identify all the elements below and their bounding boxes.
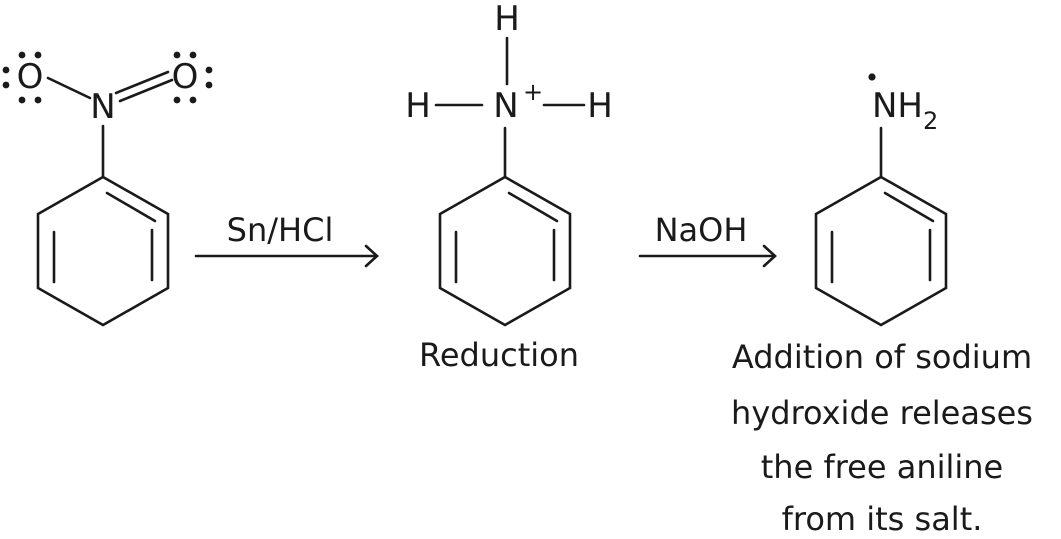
nitrogen-label: N (493, 86, 518, 126)
caption-line-3: the free aniline (761, 448, 1003, 486)
reaction-arrow-1: Sn/HCl (194, 211, 379, 268)
lone-pair-dots-left-oxygen (2, 51, 42, 104)
nitrobenzene: N O O (2, 51, 213, 327)
oxygen-right-label: O (172, 57, 199, 97)
positive-charge: + (523, 78, 543, 106)
benzene-ring-3 (814, 175, 948, 327)
aniline: NH2 (814, 73, 948, 327)
anilinium-ion: H H N + H Reduction (405, 0, 613, 374)
h-left-label: H (405, 86, 431, 126)
oxygen-left-label: O (17, 57, 44, 97)
nitrogen-label: N (90, 87, 115, 127)
n-o-single-bond (46, 76, 92, 100)
caption-line-1: Addition of sodium (732, 338, 1032, 376)
h-right-label: H (587, 86, 613, 126)
h-top-label: H (494, 0, 520, 39)
lone-pair-dot (868, 73, 876, 81)
reduction-label: Reduction (419, 336, 579, 374)
amine-group-label: NH2 (872, 86, 938, 135)
caption-line-4: from its salt. (782, 500, 983, 538)
benzene-ring-1 (36, 175, 170, 327)
lone-pair-dots-right-oxygen (173, 51, 213, 104)
reaction-arrow-2: NaOH (638, 211, 777, 268)
reagent-naoh: NaOH (655, 211, 748, 249)
reagent-sn-hcl: Sn/HCl (227, 211, 334, 249)
explanation-caption: Addition of sodium hydroxide releases th… (731, 338, 1033, 538)
caption-line-2: hydroxide releases (731, 394, 1033, 432)
benzene-ring-2 (438, 175, 572, 327)
n-o-double-bond (114, 70, 170, 95)
